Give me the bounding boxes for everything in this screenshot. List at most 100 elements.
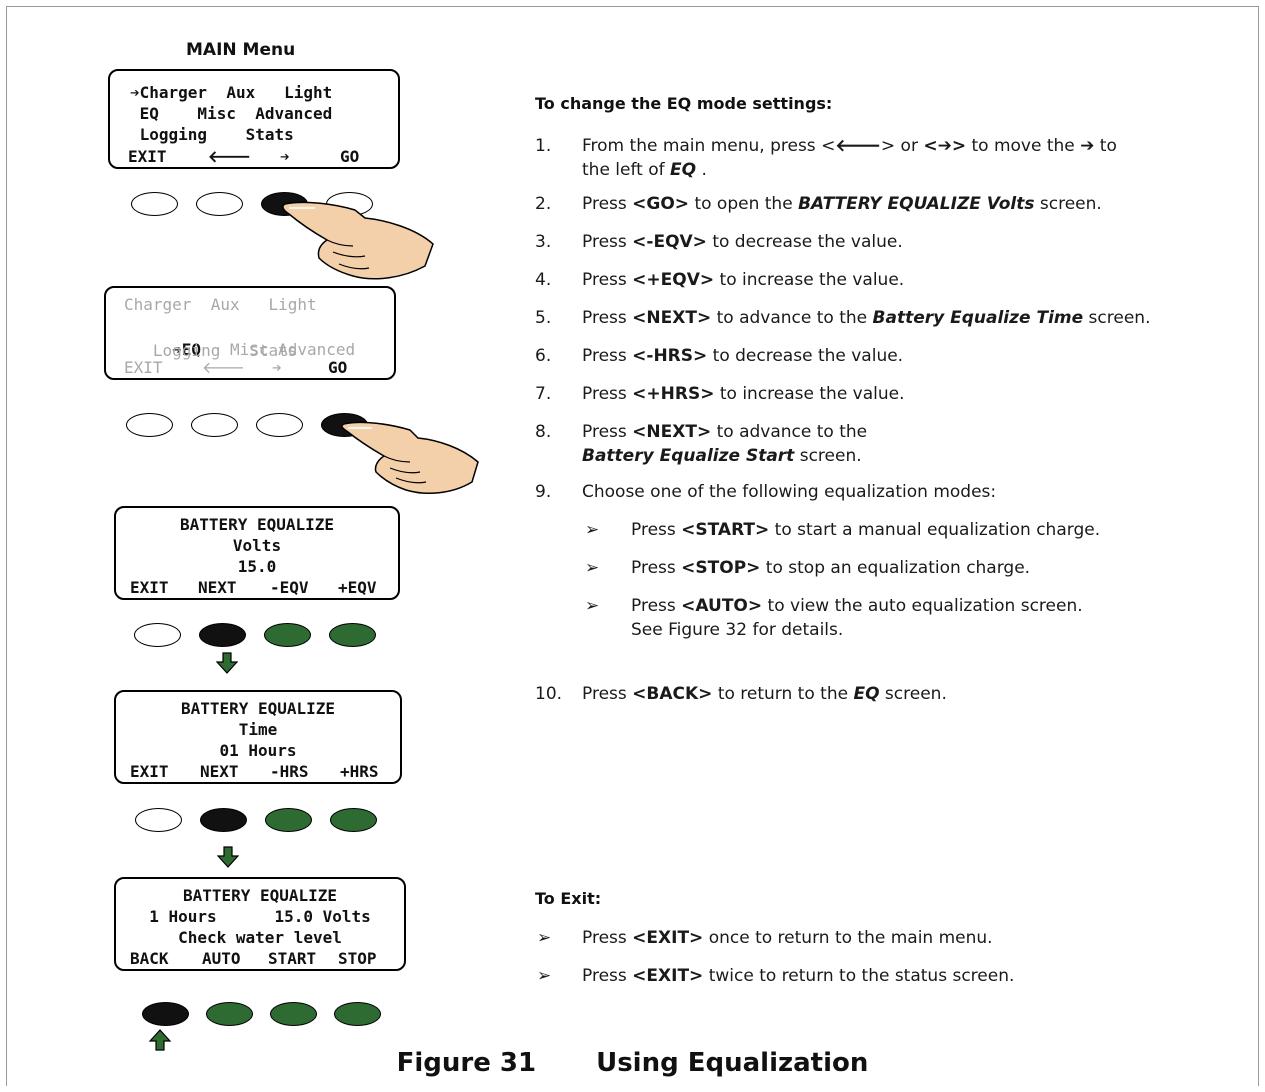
- mode-text: to start a manual equalization charge.: [769, 520, 1101, 540]
- softkey-row: BACK AUTO START STOP: [116, 948, 404, 969]
- keypad-button-3[interactable]: [256, 413, 303, 437]
- lcd-line: EQ Misc Advanced: [130, 104, 333, 123]
- bullet-arrow-icon: ➢: [537, 928, 552, 948]
- keypad-button-2-pressed[interactable]: [200, 808, 247, 832]
- eq-term: EQ: [670, 160, 697, 180]
- step-number: 1.: [535, 136, 552, 156]
- key-plus-hrs: <+HRS>: [632, 384, 715, 404]
- exit-text: once to return to the main menu.: [703, 928, 993, 948]
- softkey-left-arrow: 🡐: [202, 358, 245, 377]
- keypad-button-4-active[interactable]: [334, 1002, 381, 1026]
- softkey-exit: EXIT: [130, 762, 169, 781]
- up-arrow-icon: [149, 1029, 171, 1051]
- softkey-back: BACK: [130, 949, 169, 968]
- keypad-button-2-pressed[interactable]: [199, 623, 246, 647]
- softkey-plus-hrs: +HRS: [340, 762, 379, 781]
- step-number: 3.: [535, 232, 552, 252]
- step-number: 6.: [535, 346, 552, 366]
- key-auto: <AUTO>: [681, 596, 763, 616]
- step-text: to increase the value.: [714, 270, 905, 290]
- keypad-button-1[interactable]: [135, 808, 182, 832]
- lcd-line: Charger Aux Light: [124, 295, 317, 314]
- section-heading: To change the EQ mode settings:: [535, 94, 833, 113]
- key-minus-hrs: <-HRS>: [632, 346, 708, 366]
- lcd-line: BATTERY EQUALIZE: [180, 699, 336, 718]
- step-number: 7.: [535, 384, 552, 404]
- step-text: to open the: [689, 194, 799, 214]
- step-number: 2.: [535, 194, 552, 214]
- step-text: to advance to the: [711, 422, 868, 442]
- lcd-screen-equalize-time: BATTERY EQUALIZE Time 01 Hours EXIT NEXT…: [114, 690, 402, 784]
- lcd-line: ➔Charger Aux Light: [130, 83, 333, 102]
- softkey-minus-hrs: -HRS: [270, 762, 309, 781]
- step-text: to move the: [966, 136, 1081, 156]
- step-text: to decrease the value.: [706, 232, 903, 252]
- mode-text: to stop an equalization charge.: [760, 558, 1031, 578]
- keypad-button-4-active[interactable]: [329, 623, 376, 647]
- lcd-line: 1 Hours 15.0 Volts: [149, 907, 371, 926]
- key-exit: <EXIT>: [632, 966, 704, 986]
- lcd-screen-eq-selected: Charger Aux Light ➔EQ Misc Advanced Logg…: [104, 286, 396, 380]
- keypad-button-2[interactable]: [196, 192, 243, 216]
- keypad-button-2[interactable]: [191, 413, 238, 437]
- keypad-button-4-active[interactable]: [330, 808, 377, 832]
- keypad-button-3-active[interactable]: [265, 808, 312, 832]
- step-text: to: [1094, 136, 1117, 156]
- keypad-button-1-pressed[interactable]: [142, 1002, 189, 1026]
- softkey-minus-eqv: -EQV: [270, 578, 309, 597]
- softkey-row: EXIT 🡐 ➔ GO: [110, 146, 398, 167]
- key-next: <NEXT>: [632, 308, 712, 328]
- lcd-line: Volts: [232, 536, 282, 555]
- pressing-hand-icon: [282, 201, 434, 280]
- softkey-exit: EXIT: [124, 358, 163, 377]
- main-menu-title: MAIN Menu: [186, 40, 296, 60]
- exit-text: Press: [582, 928, 633, 948]
- lcd-line: Logging Stats: [124, 341, 298, 360]
- step-number: 4.: [535, 270, 552, 290]
- step-text: Press: [582, 308, 633, 328]
- step-text: screen.: [879, 684, 947, 704]
- eq-arrow-item: ➔EQ: [162, 340, 202, 359]
- down-arrow-icon: [217, 846, 239, 868]
- step-text: Press: [582, 684, 633, 704]
- keypad-button-1[interactable]: [134, 623, 181, 647]
- step-text: to decrease the value.: [707, 346, 904, 366]
- down-arrow-icon: [216, 652, 238, 674]
- bullet-arrow-icon: ➢: [585, 558, 600, 578]
- key-exit: <EXIT>: [632, 928, 704, 948]
- softkey-stop: STOP: [338, 949, 377, 968]
- screen-name: Battery Equalize Start: [582, 446, 795, 466]
- figure-number: Figure 31: [396, 1048, 537, 1078]
- lcd-line: BATTERY EQUALIZE: [182, 886, 338, 905]
- step-text: screen.: [1083, 308, 1151, 328]
- screen-name: Battery Equalize Time: [872, 308, 1084, 328]
- exit-text: Press: [582, 966, 633, 986]
- mode-text: Press: [631, 520, 682, 540]
- exit-heading: To Exit:: [535, 889, 602, 908]
- step-text: Choose one of the following equalization…: [582, 482, 997, 502]
- step-text: to increase the value.: [714, 384, 905, 404]
- step-text: Press: [582, 270, 633, 290]
- lcd-line: Time: [238, 720, 278, 739]
- step-text: From the main menu, press <: [582, 136, 836, 156]
- step-text: screen.: [1034, 194, 1102, 214]
- softkey-exit: EXIT: [128, 147, 167, 166]
- keypad-button-3-active[interactable]: [264, 623, 311, 647]
- key-plus-eqv: <+EQV>: [632, 270, 715, 290]
- mode-text: See Figure 32 for details.: [631, 620, 844, 640]
- arrow-icon: ➔: [1080, 136, 1095, 156]
- lcd-line: BATTERY EQUALIZE: [179, 515, 335, 534]
- step-text: to advance to the: [711, 308, 873, 328]
- softkey-auto: AUTO: [202, 949, 241, 968]
- keypad-button-2-active[interactable]: [206, 1002, 253, 1026]
- lcd-screen-main-menu: ➔Charger Aux Light EQ Misc Advanced Logg…: [108, 69, 400, 169]
- softkey-next: NEXT: [198, 578, 237, 597]
- keypad-button-1[interactable]: [131, 192, 178, 216]
- lcd-line: Misc Advanced: [201, 340, 356, 359]
- bullet-arrow-icon: ➢: [537, 966, 552, 986]
- keypad-button-3-active[interactable]: [270, 1002, 317, 1026]
- key-back: <BACK>: [632, 684, 713, 704]
- softkey-row: EXIT 🡐 ➔ GO: [106, 357, 394, 378]
- keypad-button-1[interactable]: [126, 413, 173, 437]
